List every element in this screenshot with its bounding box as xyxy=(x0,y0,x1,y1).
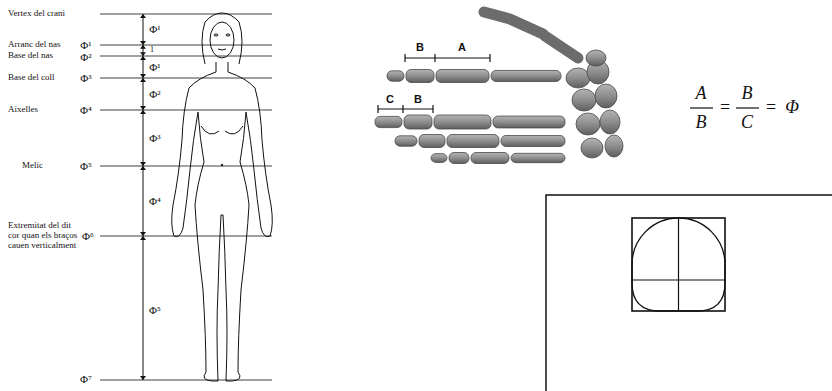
formula-term: A xyxy=(696,84,707,104)
woman-figure xyxy=(172,13,273,381)
interval-power: Φ¹ xyxy=(149,61,160,73)
egg-construction xyxy=(546,195,832,391)
segment-letter: B xyxy=(416,41,424,53)
formula-sign: = xyxy=(720,98,730,118)
level-power: Φ³ xyxy=(80,72,91,84)
interval-power: Φ⁴ xyxy=(149,195,161,207)
interval-power: 1 xyxy=(150,46,154,55)
level-power: Φ⁵ xyxy=(80,160,92,172)
measure-brackets xyxy=(378,54,490,113)
interval-power: Φ² xyxy=(149,88,160,100)
landmark-name: Base del nas xyxy=(8,51,53,61)
formula-sign: = xyxy=(766,98,776,118)
level-lines xyxy=(100,14,272,380)
segment-letter: C xyxy=(386,93,394,105)
interval-power: Φ³ xyxy=(149,132,160,144)
landmark-name: Melic xyxy=(22,161,43,171)
formula-term: B xyxy=(696,113,707,133)
level-power: Φ⁶ xyxy=(82,230,94,242)
segment-letter: B xyxy=(414,93,422,105)
segment-letter: A xyxy=(458,41,466,53)
level-power: Φ⁷ xyxy=(80,373,92,385)
landmark-name: Vertex del crani xyxy=(8,9,65,19)
hand-skeleton xyxy=(375,12,623,164)
interval-power: Φ⁵ xyxy=(149,304,161,316)
formula-term: C xyxy=(741,113,753,133)
landmark-name: Aixelles xyxy=(8,105,38,115)
formula-term: B xyxy=(742,84,753,104)
level-power: Φ² xyxy=(80,51,91,63)
landmark-name: Extremitat del dit cor quan els braços c… xyxy=(8,221,78,251)
interval-power: Φ¹ xyxy=(149,23,160,35)
landmark-name: Base del coll xyxy=(8,73,55,83)
level-power: Φ¹ xyxy=(80,39,91,51)
formula-term: Φ xyxy=(785,98,799,118)
level-power: Φ⁴ xyxy=(80,104,92,116)
landmark-name: Arranc del nas xyxy=(8,40,60,50)
